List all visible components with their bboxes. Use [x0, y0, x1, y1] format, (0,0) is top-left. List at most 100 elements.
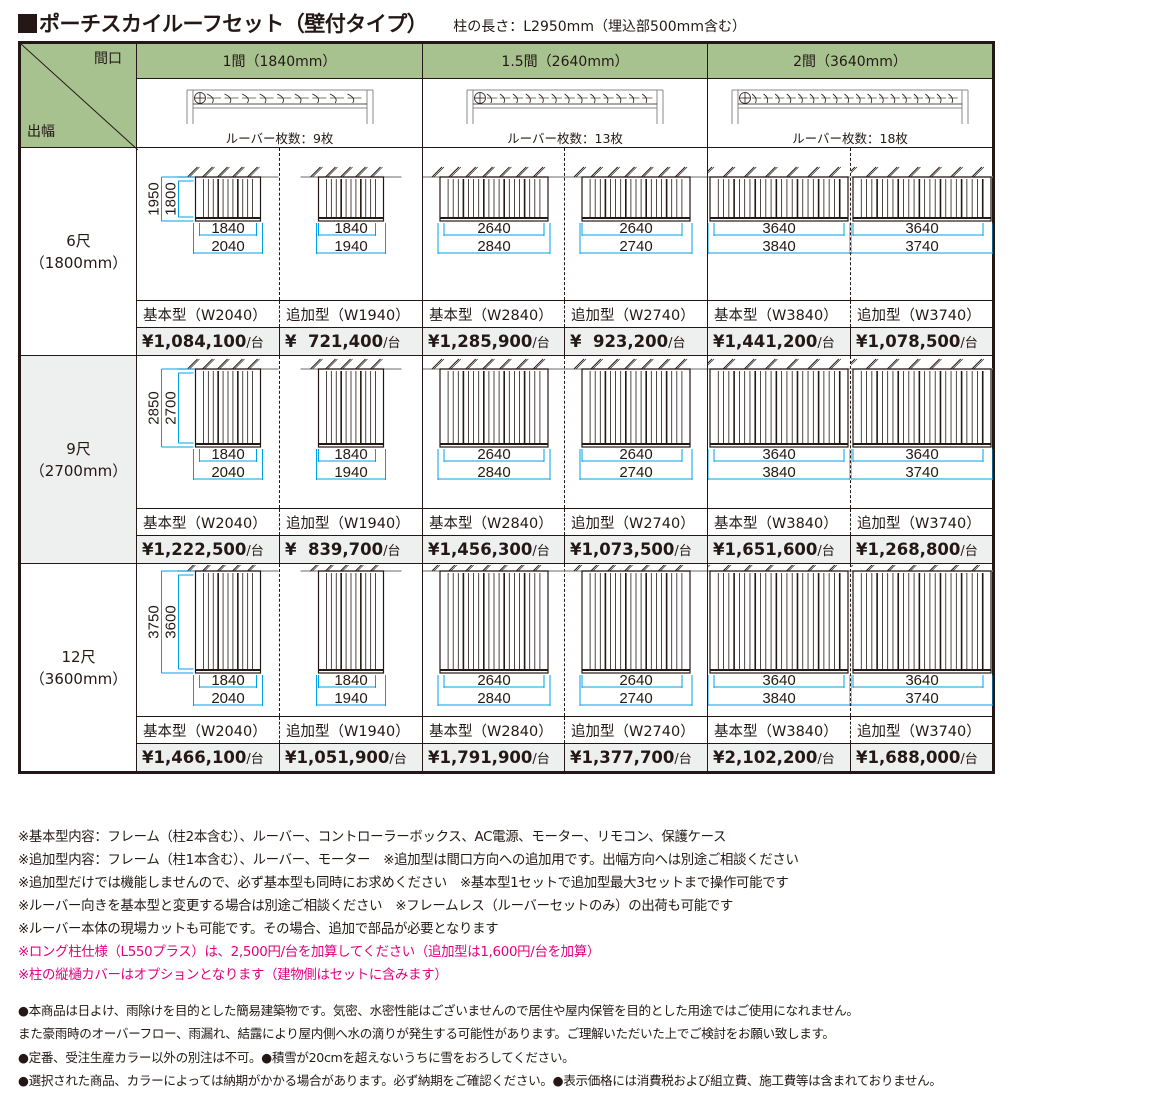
price: ¥1,222,500/台 [136, 535, 280, 564]
price-amount: ¥2,102,200 [713, 748, 818, 767]
width-outer-dim: 1940 [334, 464, 367, 481]
price-unit: /台 [532, 544, 550, 559]
price-amount: ¥ 839,700 [285, 540, 384, 559]
projection-mm: （3600mm） [29, 669, 128, 688]
price-unit: /台 [246, 752, 264, 767]
price: ¥1,084,100/台 [136, 327, 280, 356]
price: ¥1,466,100/台 [136, 743, 280, 773]
height-outer-dim: 2850 [146, 391, 163, 424]
width-outer-dim: 2740 [619, 238, 652, 255]
width-inner-dim: 3640 [762, 672, 795, 689]
price-amount: ¥1,073,500 [570, 540, 675, 559]
price: ¥1,078,500/台 [850, 327, 995, 356]
price-amount: ¥1,084,100 [142, 332, 247, 351]
price-row: ¥1,466,100/台¥1,051,900/台¥1,791,900/台¥1,3… [20, 743, 995, 773]
price-unit: /台 [246, 336, 264, 351]
price-unit: /台 [960, 752, 978, 767]
page-title: ポーチスカイルーフセット（壁付タイプ） [18, 8, 428, 38]
width-outer-dim: 2840 [477, 238, 510, 255]
projection-shaku: 6尺 [66, 231, 91, 250]
price: ¥1,456,300/台 [422, 535, 565, 564]
price-amount: ¥1,051,900 [285, 748, 390, 767]
louver-row: ルーバー枚数：9枚 ルーバー枚数：13枚 ルーバー枚数：18枚 [20, 78, 995, 148]
width-outer-dim: 2040 [211, 464, 244, 481]
price-row: ¥1,084,100/台¥ 721,400/台¥1,285,900/台¥ 923… [20, 327, 995, 356]
louver-plan-diagram-icon [466, 89, 664, 124]
diagonal-divider-icon [21, 44, 138, 150]
louver-plan-diagram-icon [186, 89, 373, 124]
width-outer-dim: 1940 [334, 690, 367, 707]
model-name: 追加型（W1940） [279, 508, 423, 536]
projection-shaku: 9尺 [66, 439, 91, 458]
width-outer-dim: 3840 [762, 464, 795, 481]
price: ¥ 721,400/台 [279, 327, 423, 356]
width-inner-dim: 2640 [619, 220, 652, 237]
width-outer-dim: 3840 [762, 238, 795, 255]
louver-count: ルーバー枚数：18枚 [792, 130, 908, 146]
price-unit: /台 [817, 544, 835, 559]
model-row: 基本型（W2040）追加型（W1940）基本型（W2840）追加型（W2740）… [20, 300, 995, 328]
model-name: 基本型（W2840） [422, 300, 565, 328]
note-line: ※基本型内容：フレーム（柱2本含む）、ルーバー、コントローラーボックス、AC電源… [18, 830, 727, 845]
model-name: 基本型（W3840） [707, 300, 852, 328]
width-inner-dim: 1840 [334, 672, 367, 689]
price: ¥1,051,900/台 [279, 743, 423, 773]
note-line: ※追加型だけでは機能しませんので、必ず基本型も同時にお求めください ※基本型1セ… [18, 876, 789, 891]
note-line: ※ルーバー向きを基本型と変更する場合は別途ご相談ください ※フレームレス（ルーバ… [18, 899, 733, 914]
price-amount: ¥ 923,200 [570, 332, 669, 351]
width-outer-dim: 3740 [905, 238, 938, 255]
width-inner-dim: 2640 [477, 220, 510, 237]
price: ¥1,441,200/台 [707, 327, 852, 356]
height-inner-dim: 1800 [163, 182, 180, 215]
model-name: 追加型（W2740） [563, 716, 709, 744]
width-outer-dim: 3740 [905, 464, 938, 481]
projection-label-cell: 9尺（2700mm） [19, 355, 137, 564]
disclaimer-section: ●本商品は日よけ、雨除けを目的とした簡易建築物です。気密、水密性能はございません… [18, 999, 942, 1092]
width-outer-dim: 2840 [477, 464, 510, 481]
note-line-highlight: ※ロング柱仕様（L550プラス）は、2,500円/台を加算してください（追加型は… [18, 945, 600, 960]
projection-label: 出幅 [27, 124, 55, 140]
price-unit: /台 [668, 336, 686, 351]
model-name: 基本型（W2840） [422, 716, 565, 744]
width-outer-dim: 2040 [211, 690, 244, 707]
projection-label-cell: 6尺（1800mm） [19, 147, 137, 356]
page-title-text: ポーチスカイルーフセット（壁付タイプ） [39, 12, 428, 36]
model-name: 基本型（W2040） [136, 716, 280, 744]
price-unit: /台 [246, 544, 264, 559]
width-outer-dim: 2040 [211, 238, 244, 255]
width-inner-dim: 3640 [762, 446, 795, 463]
model-name: 追加型（W1940） [279, 300, 423, 328]
height-inner-dim: 3600 [163, 605, 180, 638]
width-inner-dim: 3640 [905, 446, 938, 463]
disclaimer-line: また豪雨時のオーバーフロー、雨漏れ、結露により屋内側へ水の滴りが発生する可能性が… [18, 1026, 835, 1042]
model-name: 追加型（W3740） [850, 300, 995, 328]
disclaimer-line: ●本商品は日よけ、雨除けを目的とした簡易建築物です。気密、水密性能はございません… [18, 1003, 859, 1018]
width-inner-dim: 2640 [477, 672, 510, 689]
price: ¥1,285,900/台 [422, 327, 565, 356]
price-amount: ¥1,268,800 [856, 540, 961, 559]
price-amount: ¥1,377,700 [570, 748, 675, 767]
price-table: 間口 出幅 1間（1840mm） 1.5間（2640mm） 2間（3640mm）… [18, 41, 996, 774]
price-unit: /台 [383, 336, 401, 351]
